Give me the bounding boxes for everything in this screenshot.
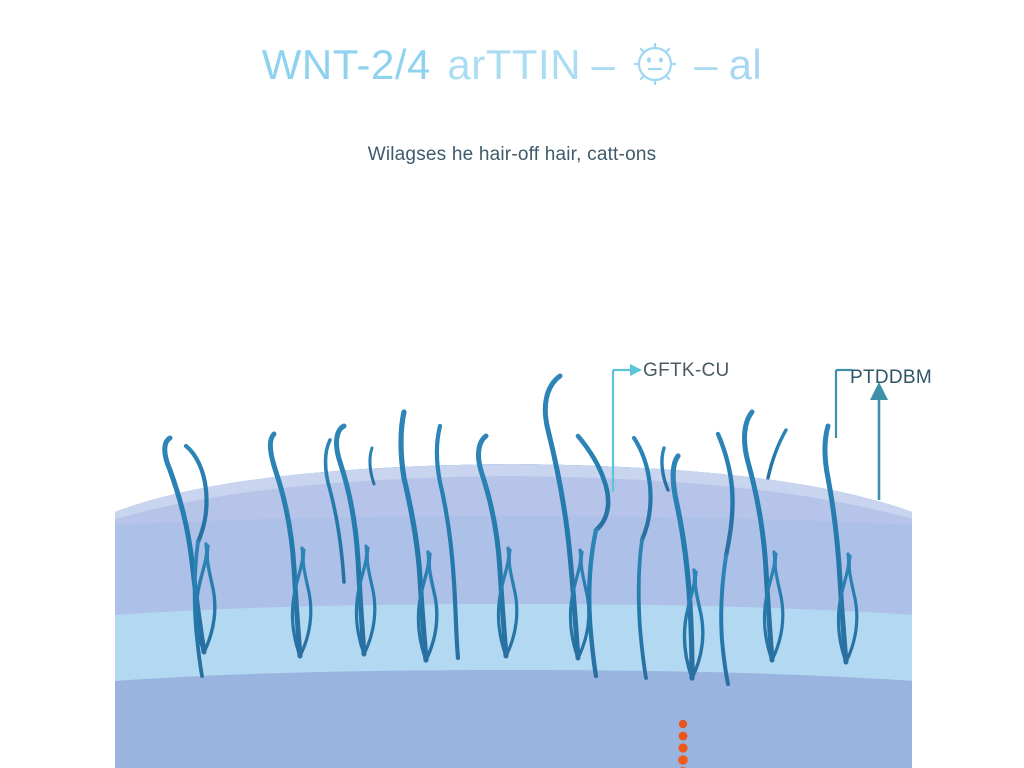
round-face-icon bbox=[628, 36, 682, 90]
marker-dot bbox=[678, 719, 688, 729]
orange-marker bbox=[678, 719, 688, 768]
title-dash-2: – bbox=[694, 41, 719, 88]
title-part-1: WNT-2/4 bbox=[261, 41, 431, 88]
hair-follicle bbox=[542, 373, 591, 661]
title-part-2: arTTIN bbox=[447, 41, 582, 88]
hair-follicle bbox=[476, 433, 519, 659]
marker-dot bbox=[678, 731, 688, 741]
hair-follicle bbox=[323, 438, 346, 584]
hair-follicle bbox=[631, 435, 653, 680]
hair-group bbox=[162, 373, 859, 686]
hair-follicle bbox=[267, 431, 313, 659]
annotation-pointers bbox=[611, 364, 888, 500]
hair-follicle bbox=[742, 409, 788, 663]
hair-follicle bbox=[434, 423, 461, 661]
arrow-up-icon bbox=[870, 382, 888, 400]
annotation-label-ptddbm: PTDDBM bbox=[850, 367, 933, 388]
hair-follicle bbox=[398, 409, 439, 663]
epidermis-boundary bbox=[115, 464, 912, 524]
hair-follicle bbox=[162, 435, 217, 655]
hair-follicle bbox=[334, 423, 377, 657]
hair-follicle bbox=[822, 423, 859, 665]
marker-dot bbox=[678, 755, 688, 765]
hair-follicle bbox=[183, 443, 209, 678]
hair-follicle bbox=[715, 431, 735, 686]
annotation-label-gftk-cu: GFTK-CU bbox=[643, 360, 730, 381]
page-title: WNT-2/4 arTTIN – – bbox=[0, 38, 1024, 92]
skin-cross-section-diagram bbox=[115, 364, 912, 768]
title-part-3: al bbox=[728, 41, 763, 88]
layer-dermis-upper bbox=[115, 464, 912, 526]
hair-follicle bbox=[575, 433, 611, 679]
marker-dot bbox=[678, 743, 688, 753]
hair-follicle-marked bbox=[660, 446, 705, 681]
title-dash-1: – bbox=[591, 41, 616, 88]
arrow-right-icon-gftk bbox=[630, 364, 642, 376]
subtitle-text: Wilagses he hair-off hair, catt-ons bbox=[367, 144, 657, 165]
